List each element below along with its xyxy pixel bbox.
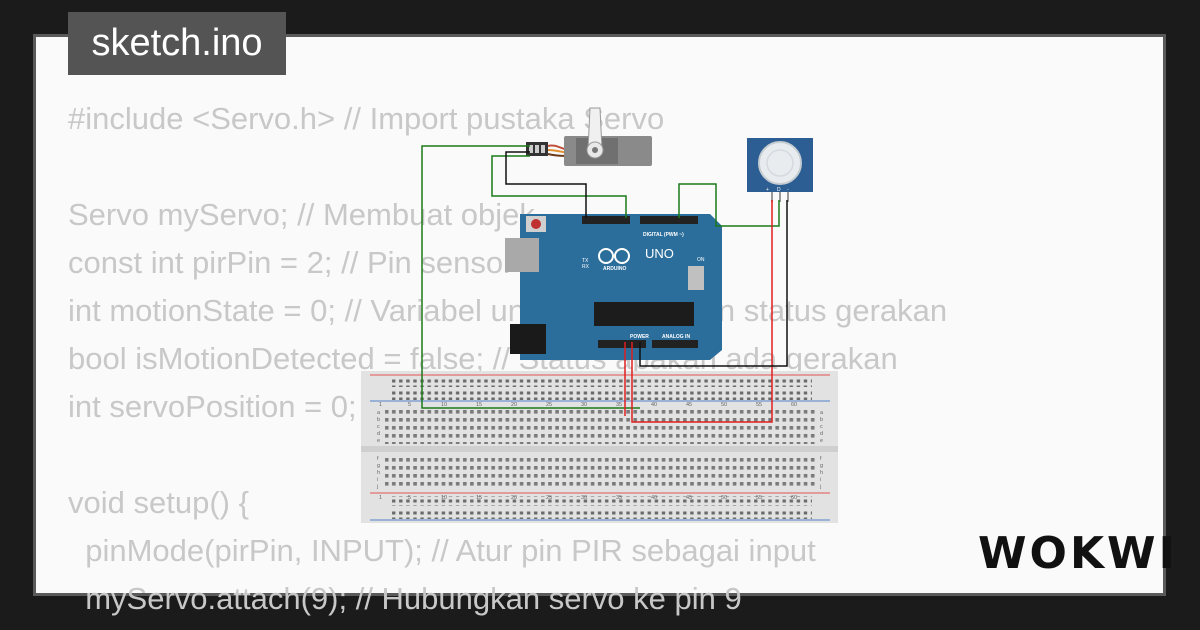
tx-label: TX (582, 258, 589, 264)
column-number: 15 (476, 495, 482, 501)
file-tab-title: sketch.ino (68, 12, 286, 75)
usb-port (505, 238, 539, 272)
column-number: 50 (721, 495, 727, 501)
row-letter: j (819, 484, 821, 490)
row-letter: c (377, 424, 380, 430)
analog-header (652, 340, 698, 348)
row-letter: j (376, 484, 378, 490)
column-number: 10 (441, 495, 447, 501)
digital-header-label: DIGITAL (PWM ~) (643, 232, 684, 238)
row-letter: e (377, 438, 380, 444)
row-letter: a (820, 410, 824, 416)
wokwi-logo: WOKWI (978, 528, 1178, 579)
column-number: 20 (511, 402, 517, 408)
board-model-label: UNO (645, 246, 674, 261)
column-number: 15 (476, 402, 482, 408)
pir-pin-label: D (777, 187, 781, 193)
code-line: #include <Servo.h> // Import pustaka Ser… (68, 101, 665, 136)
column-number: 25 (546, 495, 552, 501)
wire-pir-vcc[interactable] (631, 200, 773, 423)
digital-header-right (640, 216, 698, 224)
row-letter: h (820, 470, 823, 476)
column-number: 50 (721, 402, 727, 408)
pir-motion-sensor[interactable]: + D - (747, 138, 813, 202)
arduino-uno-board[interactable]: DIGITAL (PWM ~) UNO ARDUINO TX RX ON POW… (505, 214, 722, 360)
servo-motor[interactable] (526, 107, 652, 166)
column-number: 45 (686, 402, 692, 408)
power-jack (510, 324, 546, 354)
column-number: 30 (581, 402, 587, 408)
row-letter: i (377, 477, 378, 483)
column-number: 1 (379, 402, 382, 408)
code-line: Servo myServo; // Membuat objek (68, 197, 535, 232)
column-number: 1 (379, 495, 382, 501)
column-number: 55 (756, 495, 762, 501)
code-line: int servoPosition = 0; (68, 389, 357, 424)
column-number: 25 (546, 402, 552, 408)
column-number: 10 (441, 402, 447, 408)
code-line: pinMode(pirPin, INPUT); // Atur pin PIR … (68, 533, 816, 568)
row-letter: b (377, 417, 380, 423)
arduino-logo-icon (598, 248, 630, 264)
pir-pin-label: - (787, 187, 789, 193)
column-number: 20 (511, 495, 517, 501)
row-letter: g (820, 463, 823, 469)
column-number: 40 (651, 402, 657, 408)
code-line: void setup() { (68, 485, 249, 520)
column-number: 35 (616, 495, 622, 501)
column-number: 40 (651, 495, 657, 501)
code-line: myServo.attach(9); // Hubungkan servo ke… (68, 581, 742, 616)
wire-servo-signal[interactable] (491, 155, 627, 218)
analog-label: ANALOG IN (662, 334, 690, 340)
row-letter: g (377, 463, 380, 469)
row-letter: h (377, 470, 380, 476)
row-letter: d (377, 431, 380, 437)
wire-servo-power[interactable] (421, 145, 640, 409)
wires (421, 145, 788, 423)
column-number: 60 (791, 402, 797, 408)
column-number: 45 (686, 495, 692, 501)
code-line: const int pirPin = 2; // Pin sensor (68, 245, 514, 280)
rx-label: RX (582, 264, 590, 270)
board-brand-label: ARDUINO (603, 266, 626, 272)
wire-pir-ground[interactable] (639, 200, 788, 367)
digital-header-left (582, 216, 630, 224)
row-letter: f (820, 456, 822, 462)
column-number: 5 (408, 402, 411, 408)
row-letter: i (820, 477, 821, 483)
row-letter: c (820, 424, 823, 430)
column-number: 30 (581, 495, 587, 501)
column-number: 60 (791, 495, 797, 501)
row-letter: a (377, 410, 381, 416)
breadboard[interactable]: 1 5 10 15 20 25 30 35 40 45 50 55 60 1 5… (361, 371, 838, 523)
on-led-label: ON (697, 257, 705, 263)
column-number: 35 (616, 402, 622, 408)
row-letter: d (820, 431, 823, 437)
power-label: POWER (630, 334, 649, 340)
row-letter: e (820, 438, 823, 444)
power-header (598, 340, 646, 348)
row-letter: f (377, 456, 379, 462)
pir-pin-label: + (766, 187, 769, 193)
reset-button[interactable] (531, 219, 541, 229)
column-number: 5 (408, 495, 411, 501)
column-number: 55 (756, 402, 762, 408)
wire-pir-signal[interactable] (678, 183, 780, 227)
row-letter: b (820, 417, 823, 423)
microcontroller-chip (594, 302, 694, 326)
wire-servo-ground[interactable] (505, 151, 587, 218)
